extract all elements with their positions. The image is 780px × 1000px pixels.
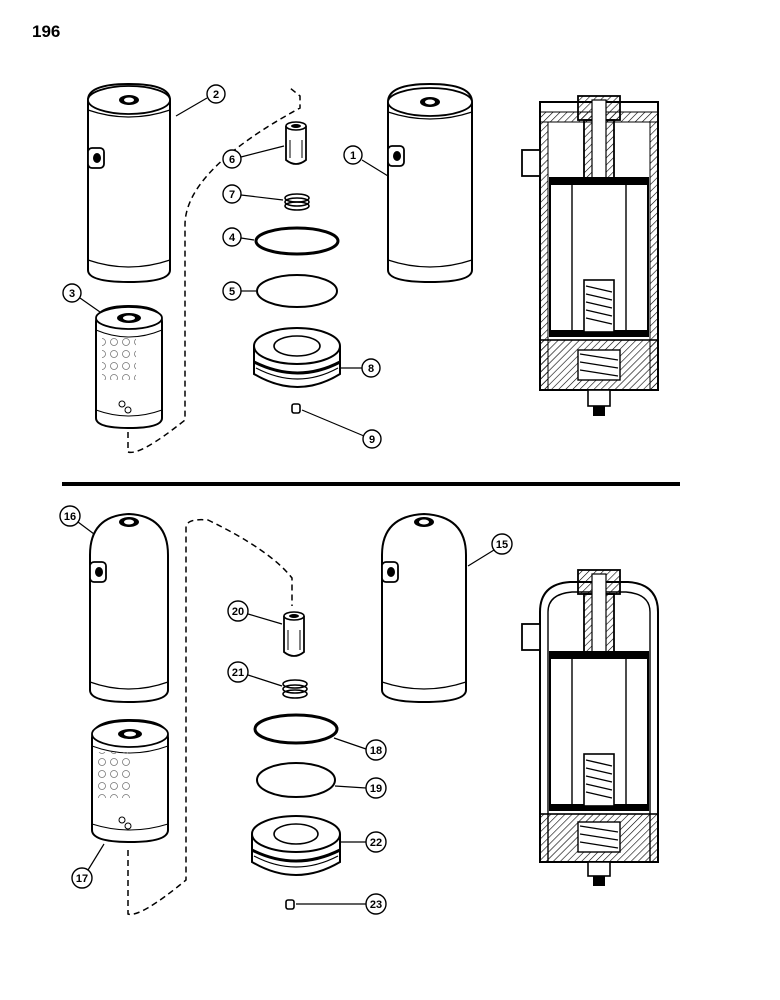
callout-21: 21 <box>227 661 283 687</box>
plug-9 <box>291 403 301 414</box>
callout-label-15: 15 <box>496 539 508 551</box>
callout-19: 19 <box>334 777 387 799</box>
filter-element-17 <box>91 718 169 844</box>
filter-housing-16 <box>89 512 169 704</box>
callout-label-4: 4 <box>229 232 236 244</box>
filter-housing-15 <box>381 512 467 704</box>
callout-15: 15 <box>467 533 513 567</box>
callout-label-22: 22 <box>370 837 382 849</box>
callout-label-18: 18 <box>370 745 382 757</box>
filter-housing-1 <box>387 82 473 284</box>
seal-ring-4 <box>254 226 340 256</box>
callout-6: 6 <box>222 145 285 169</box>
seal-ring-5 <box>256 274 338 308</box>
callout-23: 23 <box>296 893 387 915</box>
callout-label-3: 3 <box>69 288 75 300</box>
seal-ring-19 <box>256 762 336 798</box>
callout-label-5: 5 <box>229 286 235 298</box>
assembly-line-bottom <box>127 518 293 916</box>
seal-ring-18 <box>253 713 339 745</box>
callout-3: 3 <box>62 283 101 313</box>
callout-label-19: 19 <box>370 783 382 795</box>
callout-label-16: 16 <box>64 511 76 523</box>
cutaway-section-top <box>521 95 659 416</box>
center-tube-20 <box>283 611 305 657</box>
spring-21 <box>282 679 308 699</box>
callout-label-1: 1 <box>350 150 356 162</box>
callout-18: 18 <box>333 737 387 761</box>
callout-20: 20 <box>227 600 283 625</box>
center-tube-6 <box>285 121 307 165</box>
callout-label-6: 6 <box>229 154 235 166</box>
filter-housing-2 <box>87 82 171 284</box>
spring-7 <box>284 193 310 211</box>
cutaway-section-bottom <box>521 569 659 886</box>
callout-2: 2 <box>175 84 226 117</box>
callout-5: 5 <box>222 281 256 301</box>
callout-label-9: 9 <box>369 434 375 446</box>
callout-17: 17 <box>71 843 105 889</box>
callout-7: 7 <box>222 184 284 204</box>
page-number: 196 <box>32 22 61 41</box>
base-22 <box>251 815 341 876</box>
callout-16: 16 <box>59 505 95 535</box>
callout-1: 1 <box>343 145 389 177</box>
base-8 <box>253 327 341 388</box>
callout-label-23: 23 <box>370 899 382 911</box>
callout-label-2: 2 <box>213 89 219 101</box>
assembly-line-top <box>127 87 301 454</box>
callout-label-20: 20 <box>232 606 244 618</box>
plug-23 <box>285 899 295 910</box>
callout-4: 4 <box>222 227 255 247</box>
callout-label-21: 21 <box>232 667 244 679</box>
callout-label-17: 17 <box>76 873 88 885</box>
callout-8: 8 <box>340 358 381 378</box>
callout-label-7: 7 <box>229 189 235 201</box>
callout-label-8: 8 <box>368 363 374 375</box>
filter-element-3 <box>95 304 163 430</box>
callout-22: 22 <box>340 831 387 853</box>
callout-9: 9 <box>301 409 382 449</box>
